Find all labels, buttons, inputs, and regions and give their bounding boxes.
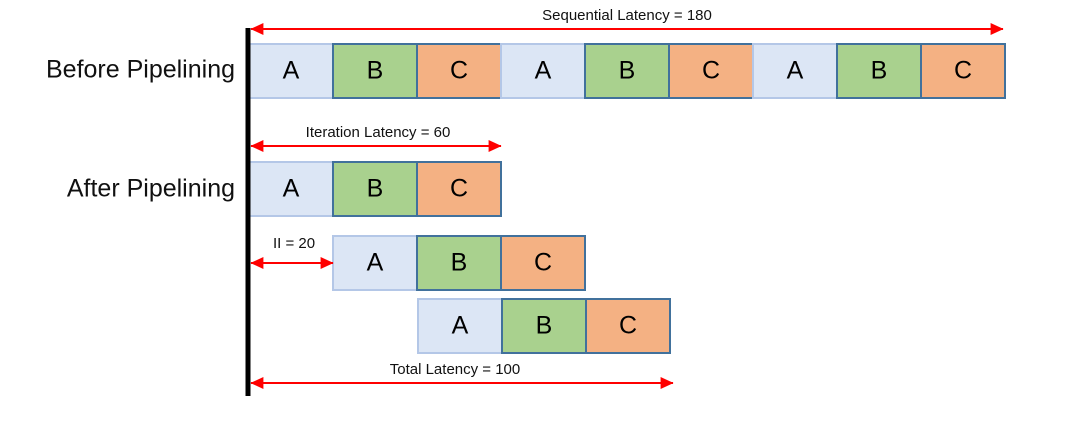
stage-label: A [283,57,300,85]
stage-label: B [367,57,384,85]
stage-label: A [787,57,804,85]
pipelined-iteration-1-row: A B C [248,161,502,217]
stage-label: B [451,249,468,277]
stage-label: C [702,57,720,85]
stage-rows-layer: A B C A B C A B C A B C A B C A B C [248,43,1006,354]
stage-label: C [534,249,552,277]
initiation-interval-annotation: II = 20 [250,235,334,269]
after-pipelining-label: After Pipelining [67,175,235,203]
stage-box-c[interactable] [416,43,502,99]
stage-box-c[interactable] [416,161,502,217]
stage-box-a[interactable] [332,235,418,291]
stage-label: C [954,57,972,85]
measure-label: Iteration Latency = 60 [306,124,451,141]
measure-label: Sequential Latency = 180 [542,7,712,24]
stage-label: B [536,312,553,340]
stage-label: A [452,312,469,340]
stage-label: B [367,175,384,203]
stage-box-c[interactable] [500,235,586,291]
measure-label: Total Latency = 100 [390,361,521,378]
before-pipelining-label: Before Pipelining [46,56,235,84]
stage-box-c[interactable] [920,43,1006,99]
stage-box-a[interactable] [752,43,838,99]
stage-label: A [283,175,300,203]
stage-box-b[interactable] [584,43,670,99]
stage-label: A [535,57,552,85]
stage-box-b[interactable] [836,43,922,99]
stage-box-b[interactable] [416,235,502,291]
stage-label: C [619,312,637,340]
stage-label: C [450,175,468,203]
sequential-latency-annotation: Sequential Latency = 180 [250,7,1004,35]
measure-label: II = 20 [273,235,315,252]
pipelined-iteration-2-row: A B C [332,235,586,291]
stage-label: A [367,249,384,277]
stage-box-c[interactable] [585,298,671,354]
stage-label: C [450,57,468,85]
stage-label: B [619,57,636,85]
stage-box-a[interactable] [417,298,503,354]
stage-box-b[interactable] [501,298,587,354]
stage-box-c[interactable] [668,43,754,99]
stage-label: B [871,57,888,85]
iteration-latency-annotation: Iteration Latency = 60 [250,124,502,152]
pipelined-iteration-3-row: A B C [417,298,671,354]
stage-box-b[interactable] [332,43,418,99]
total-latency-annotation: Total Latency = 100 [250,361,674,389]
